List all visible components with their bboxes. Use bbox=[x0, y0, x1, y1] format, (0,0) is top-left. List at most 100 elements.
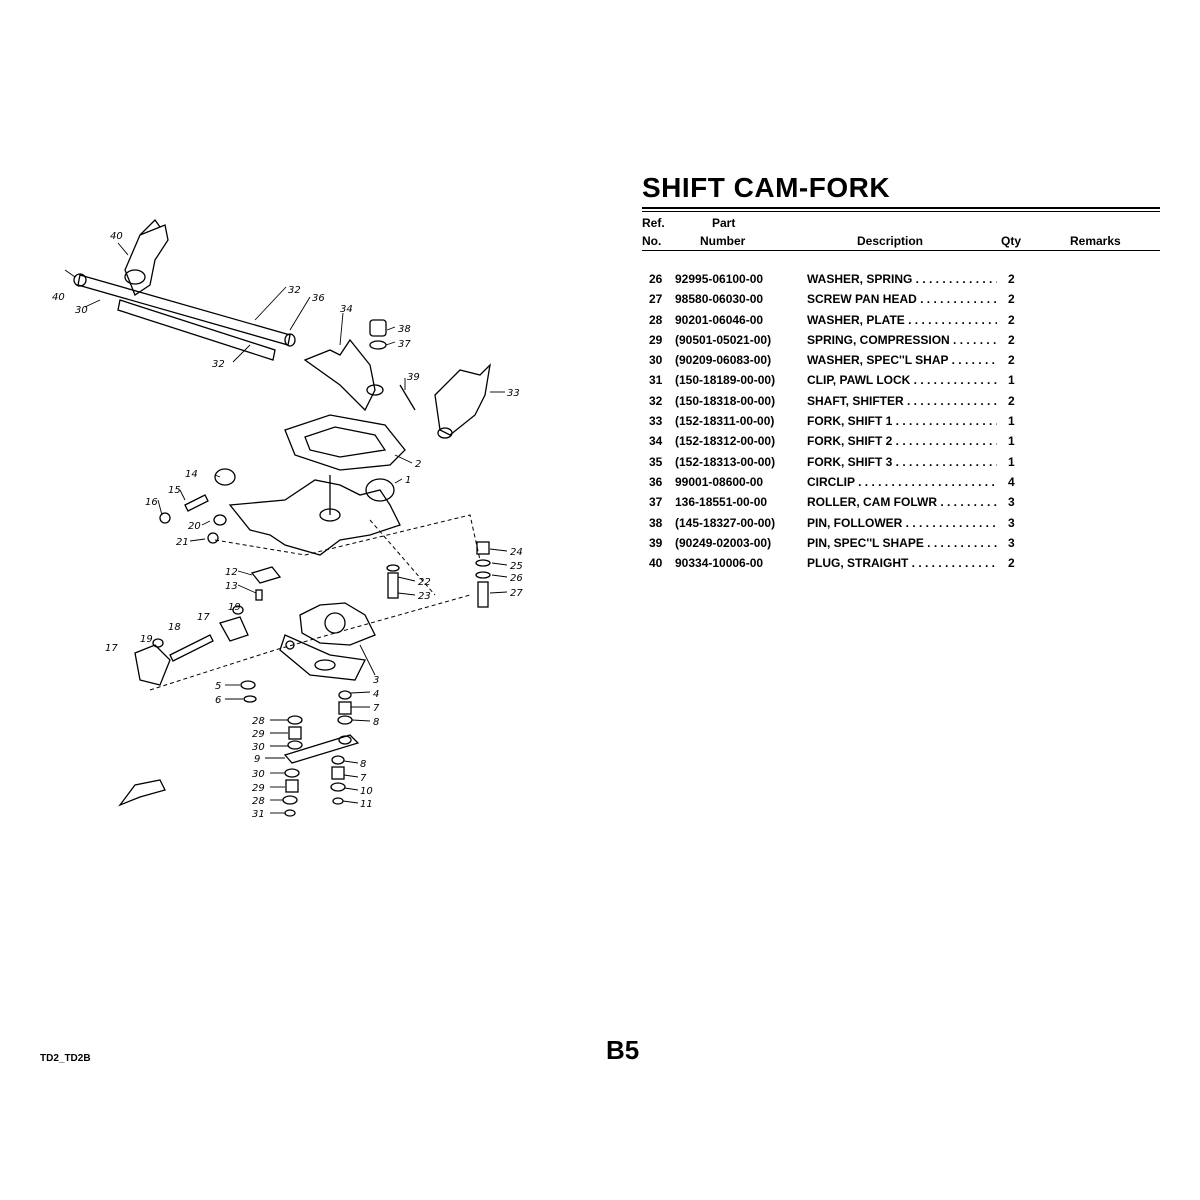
callout: 17 bbox=[105, 643, 118, 654]
description-cell: SPRING, COMPRESSION . . . . . . . . . . … bbox=[807, 332, 997, 347]
description-cell: SHAFT, SHIFTER . . . . . . . . . . . . .… bbox=[807, 393, 997, 408]
callout: 11 bbox=[360, 799, 373, 810]
ref-cell: 26 bbox=[649, 272, 663, 286]
description-cell: PIN, SPEC''L SHAPE . . . . . . . . . . .… bbox=[807, 535, 997, 550]
callout: 22 bbox=[418, 577, 431, 588]
col-description: Description bbox=[857, 234, 924, 248]
table-row: 27 98580-06030-00 SCREW PAN HEAD . . . . .… bbox=[642, 292, 1160, 312]
description-cell: WASHER, SPRING . . . . . . . . . . . . .… bbox=[807, 272, 997, 286]
callout: 21 bbox=[176, 537, 189, 548]
col-ref-line1: Ref. bbox=[642, 216, 665, 230]
ref-cell: 35 bbox=[649, 454, 663, 469]
qty-cell: 2 bbox=[1008, 556, 1015, 571]
page-number: B5 bbox=[606, 1035, 640, 1065]
qty-cell: 1 bbox=[1008, 454, 1015, 469]
callout: 30 bbox=[252, 769, 265, 780]
callout: 30 bbox=[252, 742, 265, 753]
part-number-cell: 90334-10006-00 bbox=[675, 556, 764, 571]
callout: 12 bbox=[225, 567, 238, 578]
table-row: 28 90201-06046-00 WASHER, PLATE . . . . . … bbox=[642, 313, 1160, 333]
part-number-cell: 99001-08600-00 bbox=[675, 474, 764, 489]
ref-cell: 38 bbox=[649, 515, 663, 530]
col-part-line2: Number bbox=[700, 234, 746, 248]
part-number-cell: (90501-05021-00) bbox=[675, 332, 772, 347]
lever-plate bbox=[279, 634, 366, 681]
shift-fork-3 bbox=[124, 218, 169, 296]
qty-cell: 1 bbox=[1008, 414, 1015, 429]
shift-fork-2 bbox=[303, 319, 387, 412]
callout: 40 bbox=[52, 292, 65, 303]
ref-cell: 39 bbox=[649, 535, 663, 550]
callout: 32 bbox=[212, 359, 225, 370]
col-remarks: Remarks bbox=[1070, 234, 1121, 248]
qty-cell: 1 bbox=[1008, 434, 1015, 449]
callout: 28 bbox=[252, 796, 265, 807]
ref-cell: 29 bbox=[649, 332, 663, 347]
table-row: 29 (90501-05021-00) SPRING, COMPRESSION . … bbox=[642, 333, 1160, 353]
callout: 27 bbox=[510, 588, 523, 599]
callout: 15 bbox=[168, 485, 181, 496]
callout: 6 bbox=[215, 695, 221, 706]
qty-cell: 3 bbox=[1008, 495, 1015, 510]
qty-cell: 2 bbox=[1008, 332, 1015, 347]
col-qty: Qty bbox=[1001, 234, 1022, 248]
part-number-cell: (152-18311-00-00) bbox=[675, 414, 775, 429]
parts-table-body: 26 92995-06100-00 WASHER, SPRING . . . . .… bbox=[642, 272, 1160, 576]
exploded-parts-diagram: 40 40 30 32 36 34 38 37 32 39 33 2 14 1 … bbox=[40, 215, 600, 835]
description-cell: SCREW PAN HEAD . . . . . . . . . . . . .… bbox=[807, 292, 997, 307]
callout: 39 bbox=[407, 372, 420, 383]
qty-cell: 3 bbox=[1008, 535, 1015, 550]
title-rule-thin bbox=[642, 211, 1160, 212]
ref-cell: 31 bbox=[649, 373, 663, 388]
leader-lines bbox=[64, 242, 508, 814]
table-row: 26 92995-06100-00 WASHER, SPRING . . . . .… bbox=[642, 272, 1160, 292]
qty-cell: 2 bbox=[1008, 393, 1015, 408]
callout: 8 bbox=[360, 759, 366, 770]
callout: 19 bbox=[228, 602, 241, 613]
part-number-cell: 98580-06030-00 bbox=[675, 292, 764, 307]
table-row: 34(152-18312-00-00)FORK, SHIFT 2 . . . .… bbox=[642, 434, 1160, 454]
col-ref-line2: No. bbox=[642, 234, 662, 248]
spring-assembly-left bbox=[159, 468, 236, 544]
part-number-cell: 136-18551-00-00 bbox=[675, 495, 768, 510]
callout: 19 bbox=[140, 634, 153, 645]
model-code: TD2_TD2B bbox=[40, 1053, 91, 1064]
star-wheel bbox=[299, 602, 376, 646]
part-number-cell: 90201-06046-00 bbox=[675, 312, 764, 327]
callout: 34 bbox=[340, 304, 353, 315]
part-number-cell: (150-18318-00-00) bbox=[675, 393, 776, 408]
description-cell: WASHER, SPEC''L SHAP . . . . . . . . . . bbox=[807, 353, 997, 368]
pawl-assembly bbox=[134, 605, 249, 686]
callout: 33 bbox=[507, 388, 520, 399]
description-cell: FORK, SHIFT 3 . . . . . . . . . . . . . … bbox=[807, 454, 997, 469]
callout: 31 bbox=[252, 809, 265, 820]
ref-cell: 36 bbox=[649, 474, 663, 489]
callout: 10 bbox=[360, 786, 373, 797]
qty-cell: 1 bbox=[1008, 373, 1015, 388]
ref-cell: 28 bbox=[649, 312, 663, 327]
ref-cell: 40 bbox=[649, 556, 663, 571]
part-number-cell: (90249-02003-00) bbox=[675, 535, 772, 550]
callout: 26 bbox=[510, 573, 523, 584]
table-row: 32(150-18318-00-00)SHAFT, SHIFTER . . . … bbox=[642, 394, 1160, 414]
part-number-cell: 92995-06100-00 bbox=[675, 272, 764, 286]
part-number-cell: (90209-06083-00) bbox=[675, 353, 772, 368]
shifter-shafts bbox=[73, 273, 296, 361]
description-cell: PIN, FOLLOWER . . . . . . . . . . . . . … bbox=[807, 515, 997, 530]
callout: 25 bbox=[510, 561, 523, 572]
callout: 8 bbox=[373, 717, 379, 728]
shift-fork-1 bbox=[434, 363, 491, 439]
callout: 38 bbox=[398, 324, 411, 335]
small-bracket bbox=[250, 566, 282, 601]
callout: 30 bbox=[75, 305, 88, 316]
callout-numbers: 40 40 30 32 36 34 38 37 32 39 33 2 14 1 … bbox=[52, 231, 523, 820]
ref-cell: 27 bbox=[649, 292, 663, 307]
ref-cell: 30 bbox=[649, 353, 663, 368]
forward-arrow-icon bbox=[118, 779, 166, 807]
ref-cell: 33 bbox=[649, 414, 663, 429]
lower-stack bbox=[282, 690, 360, 817]
table-row: 36 99001-08600-00 CIRCLIP . . . . . . . . … bbox=[642, 475, 1160, 495]
description-cell: CIRCLIP . . . . . . . . . . . . . . . . … bbox=[807, 474, 997, 489]
description-cell: WASHER, PLATE . . . . . . . . . . . . . … bbox=[807, 312, 997, 327]
